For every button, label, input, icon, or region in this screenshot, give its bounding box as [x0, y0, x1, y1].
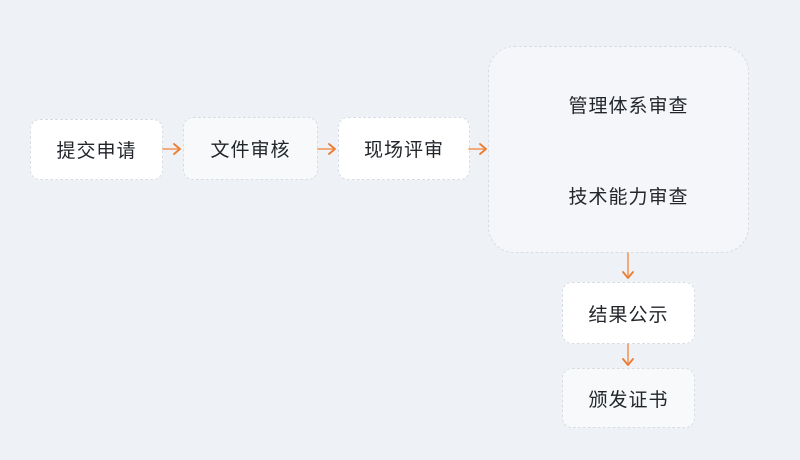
arrow-down-icon — [622, 252, 634, 279]
arrow-right-icon — [468, 143, 487, 155]
flow-node-submit-application: 提交申请 — [30, 119, 163, 180]
flow-node-label: 文件审核 — [210, 140, 291, 161]
arrow-right-icon — [162, 143, 181, 155]
flow-node-document-review: 文件审核 — [183, 117, 318, 180]
flow-group-item-technical-capability-review: 技术能力审查 — [568, 187, 689, 208]
flow-node-label: 结果公示 — [588, 304, 669, 326]
flow-node-label: 提交申请 — [56, 141, 137, 162]
flow-group-item-management-system-review: 管理体系审查 — [568, 96, 689, 117]
arrow-right-icon — [317, 143, 336, 155]
flow-node-result-publication: 结果公示 — [562, 282, 695, 344]
flow-node-issue-certificate: 颁发证书 — [562, 368, 695, 428]
flow-group-review-stage: 管理体系审查 技术能力审查 — [488, 46, 749, 253]
flow-node-label: 颁发证书 — [588, 389, 669, 411]
arrow-down-icon — [622, 343, 634, 366]
flow-node-label: 现场评审 — [363, 140, 444, 161]
flow-node-onsite-review: 现场评审 — [338, 117, 470, 180]
